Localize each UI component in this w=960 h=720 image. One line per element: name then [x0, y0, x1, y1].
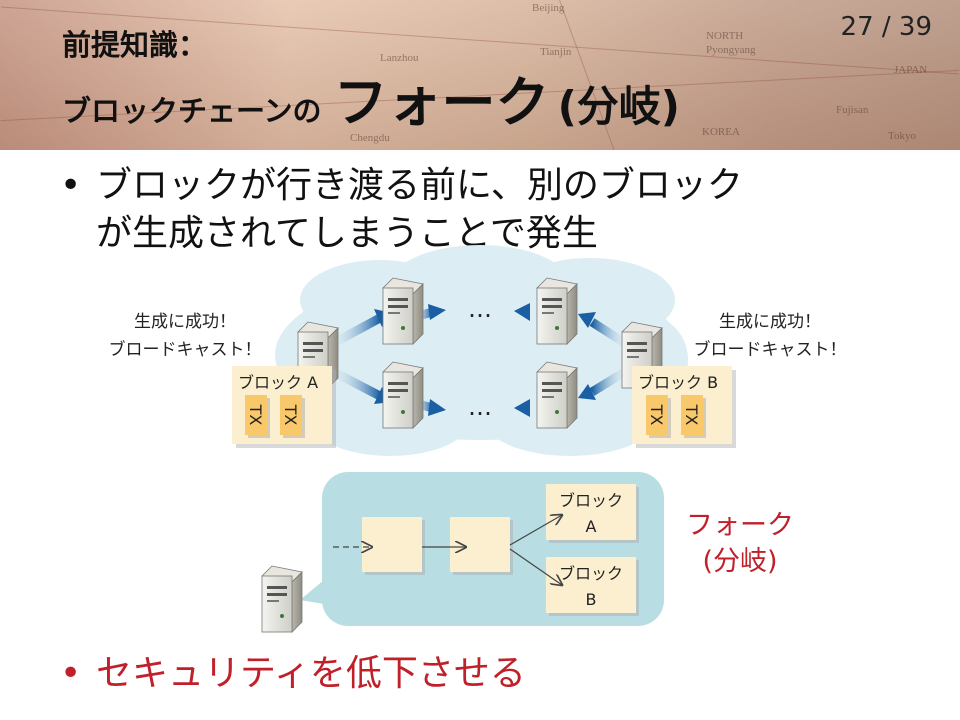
bullet-dot: • [60, 653, 82, 694]
bullet-1-line1: ブロックが行き渡る前に、別のブロック [96, 165, 743, 206]
slide-title-line2: ブロックチェーンのフォーク(分岐) [62, 58, 680, 137]
block-a-card [232, 366, 336, 448]
map-word: Chengdu [350, 132, 390, 144]
block-b-tx-2: TX [682, 404, 701, 426]
block-b-label: ブロック B [638, 373, 719, 392]
left-annotation: 生成に成功！ ブロードキャスト！ [90, 308, 280, 364]
server-icon [536, 361, 578, 429]
left-annotation-line1: 生成に成功！ [134, 312, 236, 332]
slide-title-line1: 前提知識： [62, 28, 208, 62]
map-word: Tokyo [888, 130, 916, 142]
title-main: フォーク [333, 71, 550, 134]
right-annotation: 生成に成功！ ブロードキャスト！ [675, 308, 865, 364]
chain-block-b-line2: B [586, 590, 597, 609]
header-banner: Beijing Tianjin NORTH Pyongyang Lanzhou … [0, 0, 960, 150]
map-word: KOREA [702, 126, 740, 138]
bullet-1-line2: が生成されてしまうことで発生 [96, 213, 598, 254]
title-prefix: ブロックチェーンの [62, 94, 322, 128]
bullet-2: • セキュリティを低下させる [60, 650, 660, 700]
banner-shade [0, 0, 960, 150]
server-icon [536, 277, 578, 345]
right-annotation-line1: 生成に成功！ [719, 312, 821, 332]
block-a-label: ブロック A [238, 373, 319, 392]
fork-label: フォーク (分岐) [676, 508, 804, 580]
left-annotation-line2: ブロードキャスト！ [108, 340, 262, 360]
right-annotation-line2: ブロードキャスト！ [693, 340, 847, 360]
bullet-2-line1: セキュリティを低下させる [96, 653, 526, 694]
ellipsis-bottom: … [468, 393, 492, 421]
ellipsis-top: … [468, 295, 492, 323]
chain-block-b-line1: ブロック [559, 564, 623, 583]
fork-label-line1: フォーク [686, 510, 794, 541]
block-b-card [632, 366, 736, 448]
chain-blocks [362, 484, 639, 616]
block-a-tx-2: TX [281, 404, 300, 426]
map-word: Beijing [532, 2, 565, 14]
server-icon [382, 277, 424, 345]
map-word: Lanzhou [380, 52, 419, 64]
map-word: Tianjin [540, 46, 572, 58]
block-b-tx-1: TX [647, 404, 666, 426]
bullet-1: • ブロックが行き渡る前に、別のブロック が生成されてしまうことで発生 [60, 162, 920, 262]
server-icon [261, 565, 303, 633]
block-a-tx-1: TX [246, 404, 265, 426]
chain-block-a-line2: A [586, 517, 597, 536]
chain-block-a-line1: ブロック [559, 491, 623, 510]
bullet-dot: • [60, 165, 82, 206]
title-paren: (分岐) [557, 82, 680, 131]
page-number: 27 / 39 [840, 12, 932, 42]
chain-arrows [333, 515, 562, 585]
map-word: JAPAN [894, 64, 928, 76]
server-icon [382, 361, 424, 429]
map-word: NORTH [706, 30, 744, 42]
map-word: Pyongyang [706, 44, 756, 56]
fork-label-line2: (分岐) [702, 546, 778, 577]
map-word: Fujisan [836, 104, 869, 116]
